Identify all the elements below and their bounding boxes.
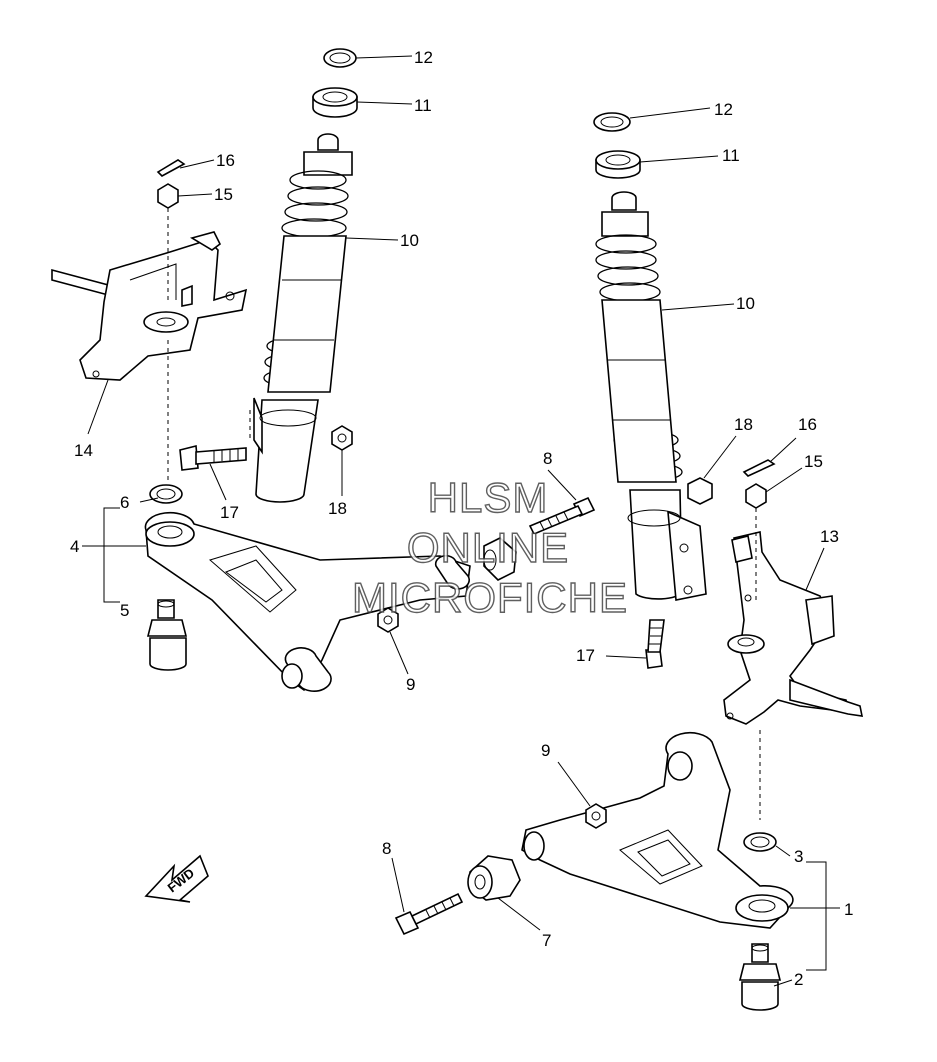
ball-joint-5	[146, 599, 188, 671]
bushing-left	[483, 537, 517, 581]
snap-ring-right	[593, 112, 631, 132]
castle-nut-15-left	[157, 183, 179, 209]
callout-6: 6	[120, 493, 129, 512]
bolt-8-right	[394, 892, 464, 936]
bolt-8-left	[528, 496, 596, 536]
castle-nut-15-right	[745, 483, 767, 509]
cotter-pin-16-left	[156, 159, 186, 177]
cotter-pin-16-right	[742, 459, 776, 477]
a-arm-right	[521, 731, 794, 929]
collar-left	[312, 87, 358, 118]
watermark: HLSM ONLINE MICROFICHE	[351, 473, 628, 621]
callout-10-right: 10	[736, 294, 755, 313]
collar-right	[595, 150, 641, 179]
callout-16-left: 16	[216, 151, 235, 170]
callout-9-right: 9	[541, 741, 550, 760]
bushing-7	[467, 855, 521, 901]
snap-ring-6	[149, 484, 183, 504]
nut-9-right	[585, 803, 607, 829]
callout-labels: 12 11 10 16 15 14 17 18 6 4 5 8 9 12 11 …	[70, 48, 853, 989]
callout-13: 13	[820, 527, 839, 546]
nut-18-right	[687, 477, 713, 505]
forward-arrow-icon: FWD	[144, 854, 209, 903]
leader-lines	[82, 55, 840, 987]
nut-9-left	[377, 607, 399, 633]
callout-4: 4	[70, 537, 79, 556]
callout-17-left: 17	[220, 503, 239, 522]
callout-3: 3	[794, 847, 803, 866]
callout-14: 14	[74, 441, 93, 460]
callout-11-left: 11	[414, 96, 432, 115]
snap-ring-left	[323, 48, 357, 68]
knuckle-left	[51, 231, 248, 381]
callout-18-right: 18	[734, 415, 753, 434]
callout-16-right: 16	[798, 415, 817, 434]
knuckle-right	[723, 531, 864, 725]
snap-ring-3	[743, 832, 777, 852]
callout-2: 2	[794, 970, 803, 989]
callout-10-left: 10	[400, 231, 419, 250]
callout-11-right: 11	[722, 146, 740, 165]
a-arm-left	[144, 511, 471, 693]
ball-joint-2	[738, 943, 782, 1011]
callout-17-right: 17	[576, 646, 595, 665]
callout-5: 5	[120, 601, 129, 620]
bolt-17-left	[179, 444, 247, 471]
watermark-line-3: MICROFICHE	[352, 574, 628, 621]
callout-15-left: 15	[214, 185, 233, 204]
callout-8-right: 8	[382, 839, 391, 858]
nut-18-left	[331, 425, 353, 451]
watermark-line-2: ONLINE	[407, 524, 569, 571]
callout-9-left: 9	[406, 675, 415, 694]
callout-1: 1	[844, 900, 853, 919]
shock-absorber-right	[593, 112, 707, 601]
watermark-line-1: HLSM	[428, 474, 549, 521]
shock-absorber-left	[253, 48, 358, 503]
callout-15-right: 15	[804, 452, 823, 471]
callout-12-right: 12	[714, 100, 733, 119]
callout-7: 7	[542, 931, 551, 950]
callout-12-left: 12	[414, 48, 433, 67]
callout-8-left: 8	[543, 449, 552, 468]
bolt-17-right	[645, 619, 665, 669]
callout-18-left: 18	[328, 499, 347, 518]
